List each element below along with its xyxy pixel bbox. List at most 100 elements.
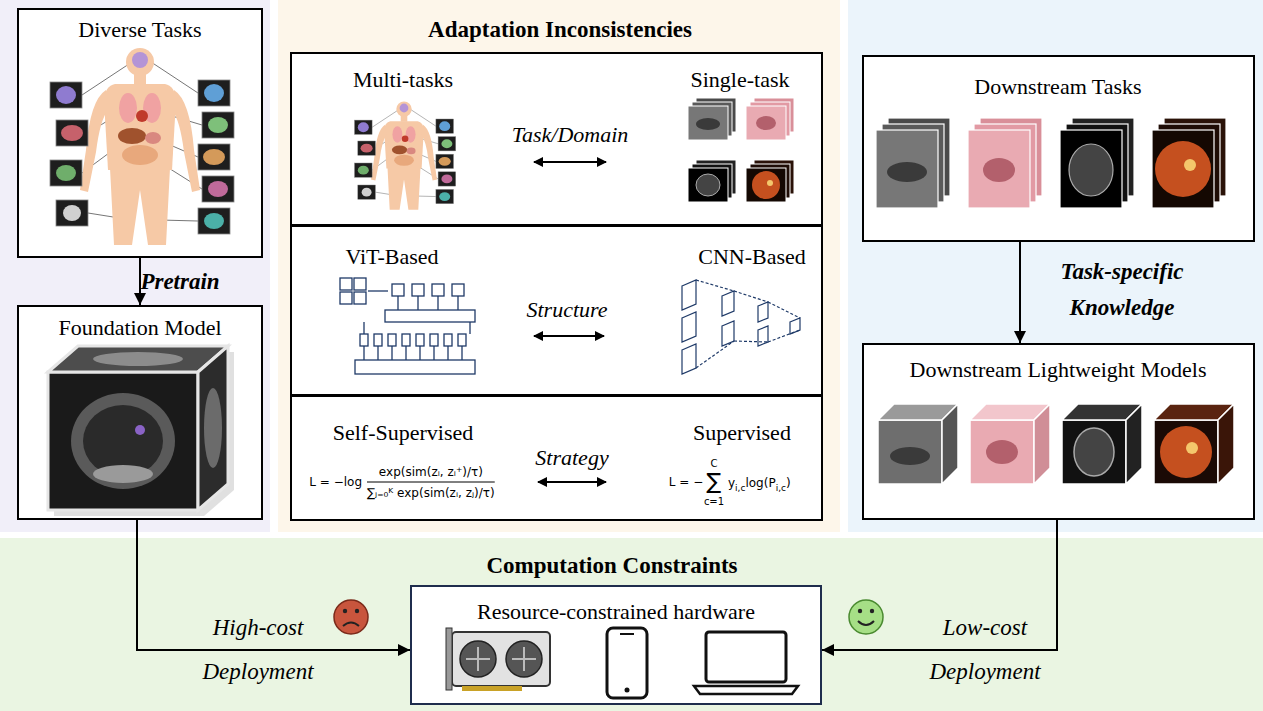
model-cube-part: [1034, 404, 1050, 484]
cnn-schematic-part-part: [696, 280, 734, 291]
vit-schematic-part: [469, 322, 470, 334]
foundation-cube: [48, 346, 234, 516]
cnn-schematic-part: [722, 291, 734, 316]
vit-schematic-part: [452, 284, 464, 296]
vit-schematic-part: [355, 360, 475, 374]
vit-schematic-part: [354, 278, 366, 290]
vit-schematic-part: [397, 296, 398, 310]
foundation-cube-part: [93, 352, 183, 366]
node-text: Diverse Tasks: [78, 17, 201, 43]
vit-schematic-part: [374, 334, 382, 346]
node-text: Self-Supervised: [333, 420, 474, 446]
connector-arrow: [1019, 242, 1021, 343]
vit-schematic-part: [417, 296, 418, 310]
vit-schematic-part: [340, 292, 352, 304]
node-text: CNN-Based: [698, 244, 806, 270]
gpu-icon-part-part: [523, 647, 525, 671]
image-stack-part: [968, 130, 1030, 208]
vit-schematic-part: [340, 278, 352, 290]
box: Diverse Tasks: [17, 8, 263, 258]
cnn-schematic-part: [758, 302, 768, 322]
box-fill: [17, 305, 263, 520]
formula-text: i,c: [776, 483, 786, 493]
vit-schematic-part: [433, 346, 434, 360]
node-text: Computation Constraints: [486, 553, 737, 579]
vit-schematic-part: [360, 334, 368, 346]
formula-text: L = −log: [309, 475, 362, 489]
cnn-schematic-part-part: [768, 330, 800, 342]
image-stack-part: [1069, 144, 1113, 196]
panel: Adaptation InconsistenciesMulti-tasksTas…: [278, 0, 840, 532]
model-cube: [878, 404, 1234, 484]
formula-row: yi,clog(Pi,c): [728, 473, 791, 491]
model-cube-part: [1186, 442, 1198, 454]
formula-text: exp(sim(zᵢ, zᵢ⁺)/τ): [379, 465, 483, 479]
sad-face-part: [334, 600, 368, 634]
vit-schematic-part: [458, 334, 466, 346]
formula-text: y: [728, 476, 735, 490]
vit-schematic-part: [363, 346, 364, 360]
happy-face-part: [858, 609, 862, 613]
edge-label: Pretrain: [140, 269, 219, 295]
model-cube-part: [878, 420, 942, 484]
formula-text: c=1: [704, 496, 724, 507]
node-text: Adaptation Inconsistencies: [428, 17, 692, 43]
image-stack-part: [752, 171, 780, 199]
cnn-schematic-part: [790, 318, 800, 334]
gpu-icon-part: [506, 641, 542, 677]
node-text: Downstream Lightweight Models: [910, 357, 1207, 383]
happy-face-part: [870, 609, 874, 613]
image-stack-part: [1152, 130, 1214, 208]
happy-face-part: [858, 621, 874, 625]
sad-face: [334, 600, 368, 634]
vit-schematic-part: [416, 334, 424, 346]
phone-icon-part: [625, 688, 630, 693]
node-text: Task/Domain: [512, 122, 629, 148]
foundation-cube-part: [198, 346, 228, 510]
image-stack-part: [767, 180, 773, 186]
box-fill: [17, 8, 263, 258]
sad-face-part: [343, 609, 347, 613]
double-arrow-part: [534, 335, 604, 337]
vit-schematic-part: [392, 284, 404, 296]
gpu-icon-part-part: [477, 647, 479, 671]
sad-face-part: [355, 609, 359, 613]
box-fill: [862, 55, 1255, 242]
gpu-icon-part: [462, 686, 522, 691]
image-stack-part: [746, 106, 786, 140]
image-stack-part: [1060, 130, 1122, 208]
gpu-icon-part: [466, 647, 536, 671]
image-stack-part: [876, 130, 938, 208]
image-stack-part: [746, 168, 786, 202]
model-cube-part: [942, 404, 958, 484]
vit-schematic-part: [447, 346, 448, 360]
formula-text: C: [711, 458, 718, 469]
middle-panel: [278, 0, 840, 532]
foundation-cube-part: [204, 388, 222, 468]
double-arrow-part: [538, 481, 606, 483]
vit-schematic: [340, 278, 475, 374]
cnn-schematic-part: [682, 344, 696, 374]
image-stack-part: [756, 116, 776, 130]
bottom-panel: [0, 538, 1263, 711]
node-text: Single-task: [691, 67, 790, 93]
formula-text: i,c: [735, 483, 745, 493]
box: Downstream Lightweight Models: [862, 343, 1255, 520]
image-stack-part: [688, 106, 728, 140]
cnn-schematic: [682, 280, 800, 374]
gpu-icon-part: [460, 641, 496, 677]
cnn-schematic-part: [696, 280, 800, 368]
cnn-schematic-part: [682, 312, 696, 342]
phone-icon-part: [620, 633, 634, 635]
box: Multi-tasksTask/DomainSingle-task: [290, 52, 823, 226]
phone-icon: [607, 628, 647, 698]
box: Downstream Tasks: [862, 55, 1255, 242]
cnn-schematic-part: [758, 326, 768, 346]
vit-schematic-part: [432, 284, 444, 296]
laptop-icon-part: [706, 632, 786, 682]
model-cube-part: [970, 420, 1034, 484]
box: Self-SupervisedStrategySupervised: [290, 395, 823, 521]
formula-text: L = −: [669, 475, 703, 489]
foundation-cube-part: [93, 465, 153, 483]
